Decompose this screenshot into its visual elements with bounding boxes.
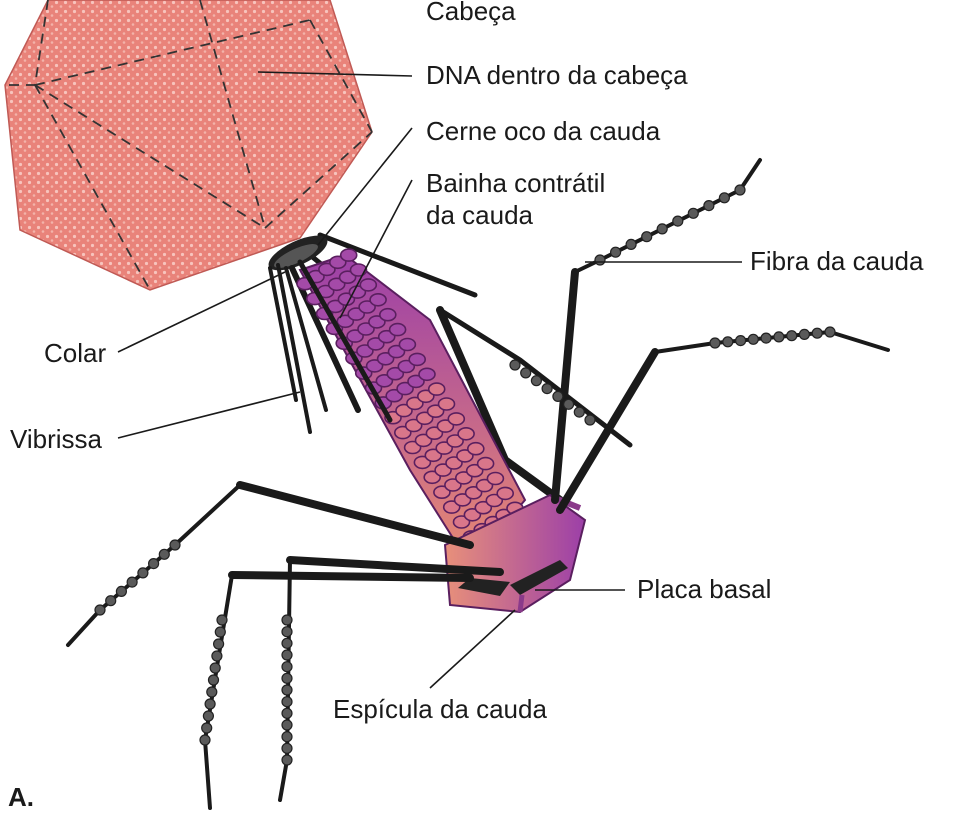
fiber-bead xyxy=(282,685,292,695)
fiber-bead xyxy=(799,329,809,339)
fiber-bead xyxy=(159,549,169,559)
sheath-subunit xyxy=(341,249,357,261)
fiber-bead xyxy=(531,376,541,386)
fiber-bead xyxy=(688,208,698,218)
fiber-bead xyxy=(787,331,797,341)
label-baseplate: Placa basal xyxy=(637,574,771,604)
label-collar: Colar xyxy=(44,338,106,368)
fiber-bead xyxy=(282,755,292,765)
label-sheath-line2: da cauda xyxy=(426,200,534,230)
sheath-subunit xyxy=(487,473,503,485)
fiber-bead xyxy=(719,193,729,203)
sheath-subunit xyxy=(497,487,513,499)
fiber-bead xyxy=(106,596,116,606)
sheath-subunit xyxy=(419,368,435,380)
fiber-bead xyxy=(282,697,292,707)
fiber-bead xyxy=(138,568,148,578)
fiber-bead xyxy=(282,638,292,648)
sheath-subunit xyxy=(360,279,376,291)
label-head: Cabeça xyxy=(426,0,516,26)
sheath-subunit xyxy=(429,383,445,395)
fiber-bead xyxy=(282,615,292,625)
sheath-subunit xyxy=(458,428,474,440)
fiber-bead xyxy=(542,384,552,394)
fiber-bead xyxy=(95,605,105,615)
fiber-bead xyxy=(282,627,292,637)
fiber-bead xyxy=(748,334,758,344)
fiber-bead xyxy=(710,338,720,348)
fiber-bead xyxy=(812,328,822,338)
fiber-bead xyxy=(127,577,137,587)
fiber-bead xyxy=(626,239,636,249)
sheath-subunit xyxy=(468,443,484,455)
fiber-bead xyxy=(116,586,126,596)
fiber-bead xyxy=(521,368,531,378)
fiber-bead xyxy=(282,662,292,672)
fiber-bead xyxy=(564,399,574,409)
fiber-bead xyxy=(704,201,714,211)
fiber-bead xyxy=(761,333,771,343)
sheath-subunit xyxy=(390,324,406,336)
fiber-bead xyxy=(203,711,213,721)
fiber-bead xyxy=(207,687,217,697)
label-dna: DNA dentro da cabeça xyxy=(426,60,688,90)
sheath-subunit xyxy=(351,264,367,276)
sheath-subunit xyxy=(439,398,455,410)
fiber-bead xyxy=(642,232,652,242)
fiber-bead xyxy=(217,615,227,625)
fiber-bead xyxy=(149,559,159,569)
label-fiber: Fibra da cauda xyxy=(750,246,924,276)
fiber-bead xyxy=(282,732,292,742)
fiber-bead xyxy=(585,415,595,425)
label-core: Cerne oco da cauda xyxy=(426,116,661,146)
sheath-subunit xyxy=(380,309,396,321)
sheath-subunit xyxy=(370,294,386,306)
fiber-bead xyxy=(657,224,667,234)
fiber-bead xyxy=(215,627,225,637)
label-sheath-line1: Bainha contrátil xyxy=(426,168,605,198)
fiber-bead xyxy=(673,216,683,226)
fiber-bead xyxy=(282,708,292,718)
fiber-bead xyxy=(611,247,621,257)
fiber-bead xyxy=(212,651,222,661)
fiber-bead xyxy=(735,185,745,195)
sheath-subunit xyxy=(448,413,464,425)
fiber-bead xyxy=(209,675,219,685)
label-whisker: Vibrissa xyxy=(10,424,103,454)
fiber-bead xyxy=(200,735,210,745)
fiber-bead xyxy=(736,336,746,346)
contractile-sheath xyxy=(297,249,525,565)
fiber-bead xyxy=(510,360,520,370)
fiber-bead xyxy=(214,639,224,649)
fiber-bead xyxy=(595,255,605,265)
label-spike: Espícula da cauda xyxy=(333,694,547,724)
fiber-bead xyxy=(774,332,784,342)
fiber-bead xyxy=(723,337,733,347)
sheath-subunit xyxy=(478,458,494,470)
sheath-subunit xyxy=(399,339,415,351)
fiber-bead xyxy=(282,650,292,660)
fiber-bead xyxy=(170,540,180,550)
fiber-bead xyxy=(825,327,835,337)
fiber-bead xyxy=(210,663,220,673)
sheath-subunit xyxy=(409,353,425,365)
fiber-bead xyxy=(282,720,292,730)
fiber-bead xyxy=(553,391,563,401)
figure-letter: A. xyxy=(8,782,34,812)
fiber-bead xyxy=(205,699,215,709)
fiber-bead xyxy=(282,743,292,753)
fiber-bead xyxy=(282,673,292,683)
fiber-bead xyxy=(574,407,584,417)
fiber-bead xyxy=(202,723,212,733)
